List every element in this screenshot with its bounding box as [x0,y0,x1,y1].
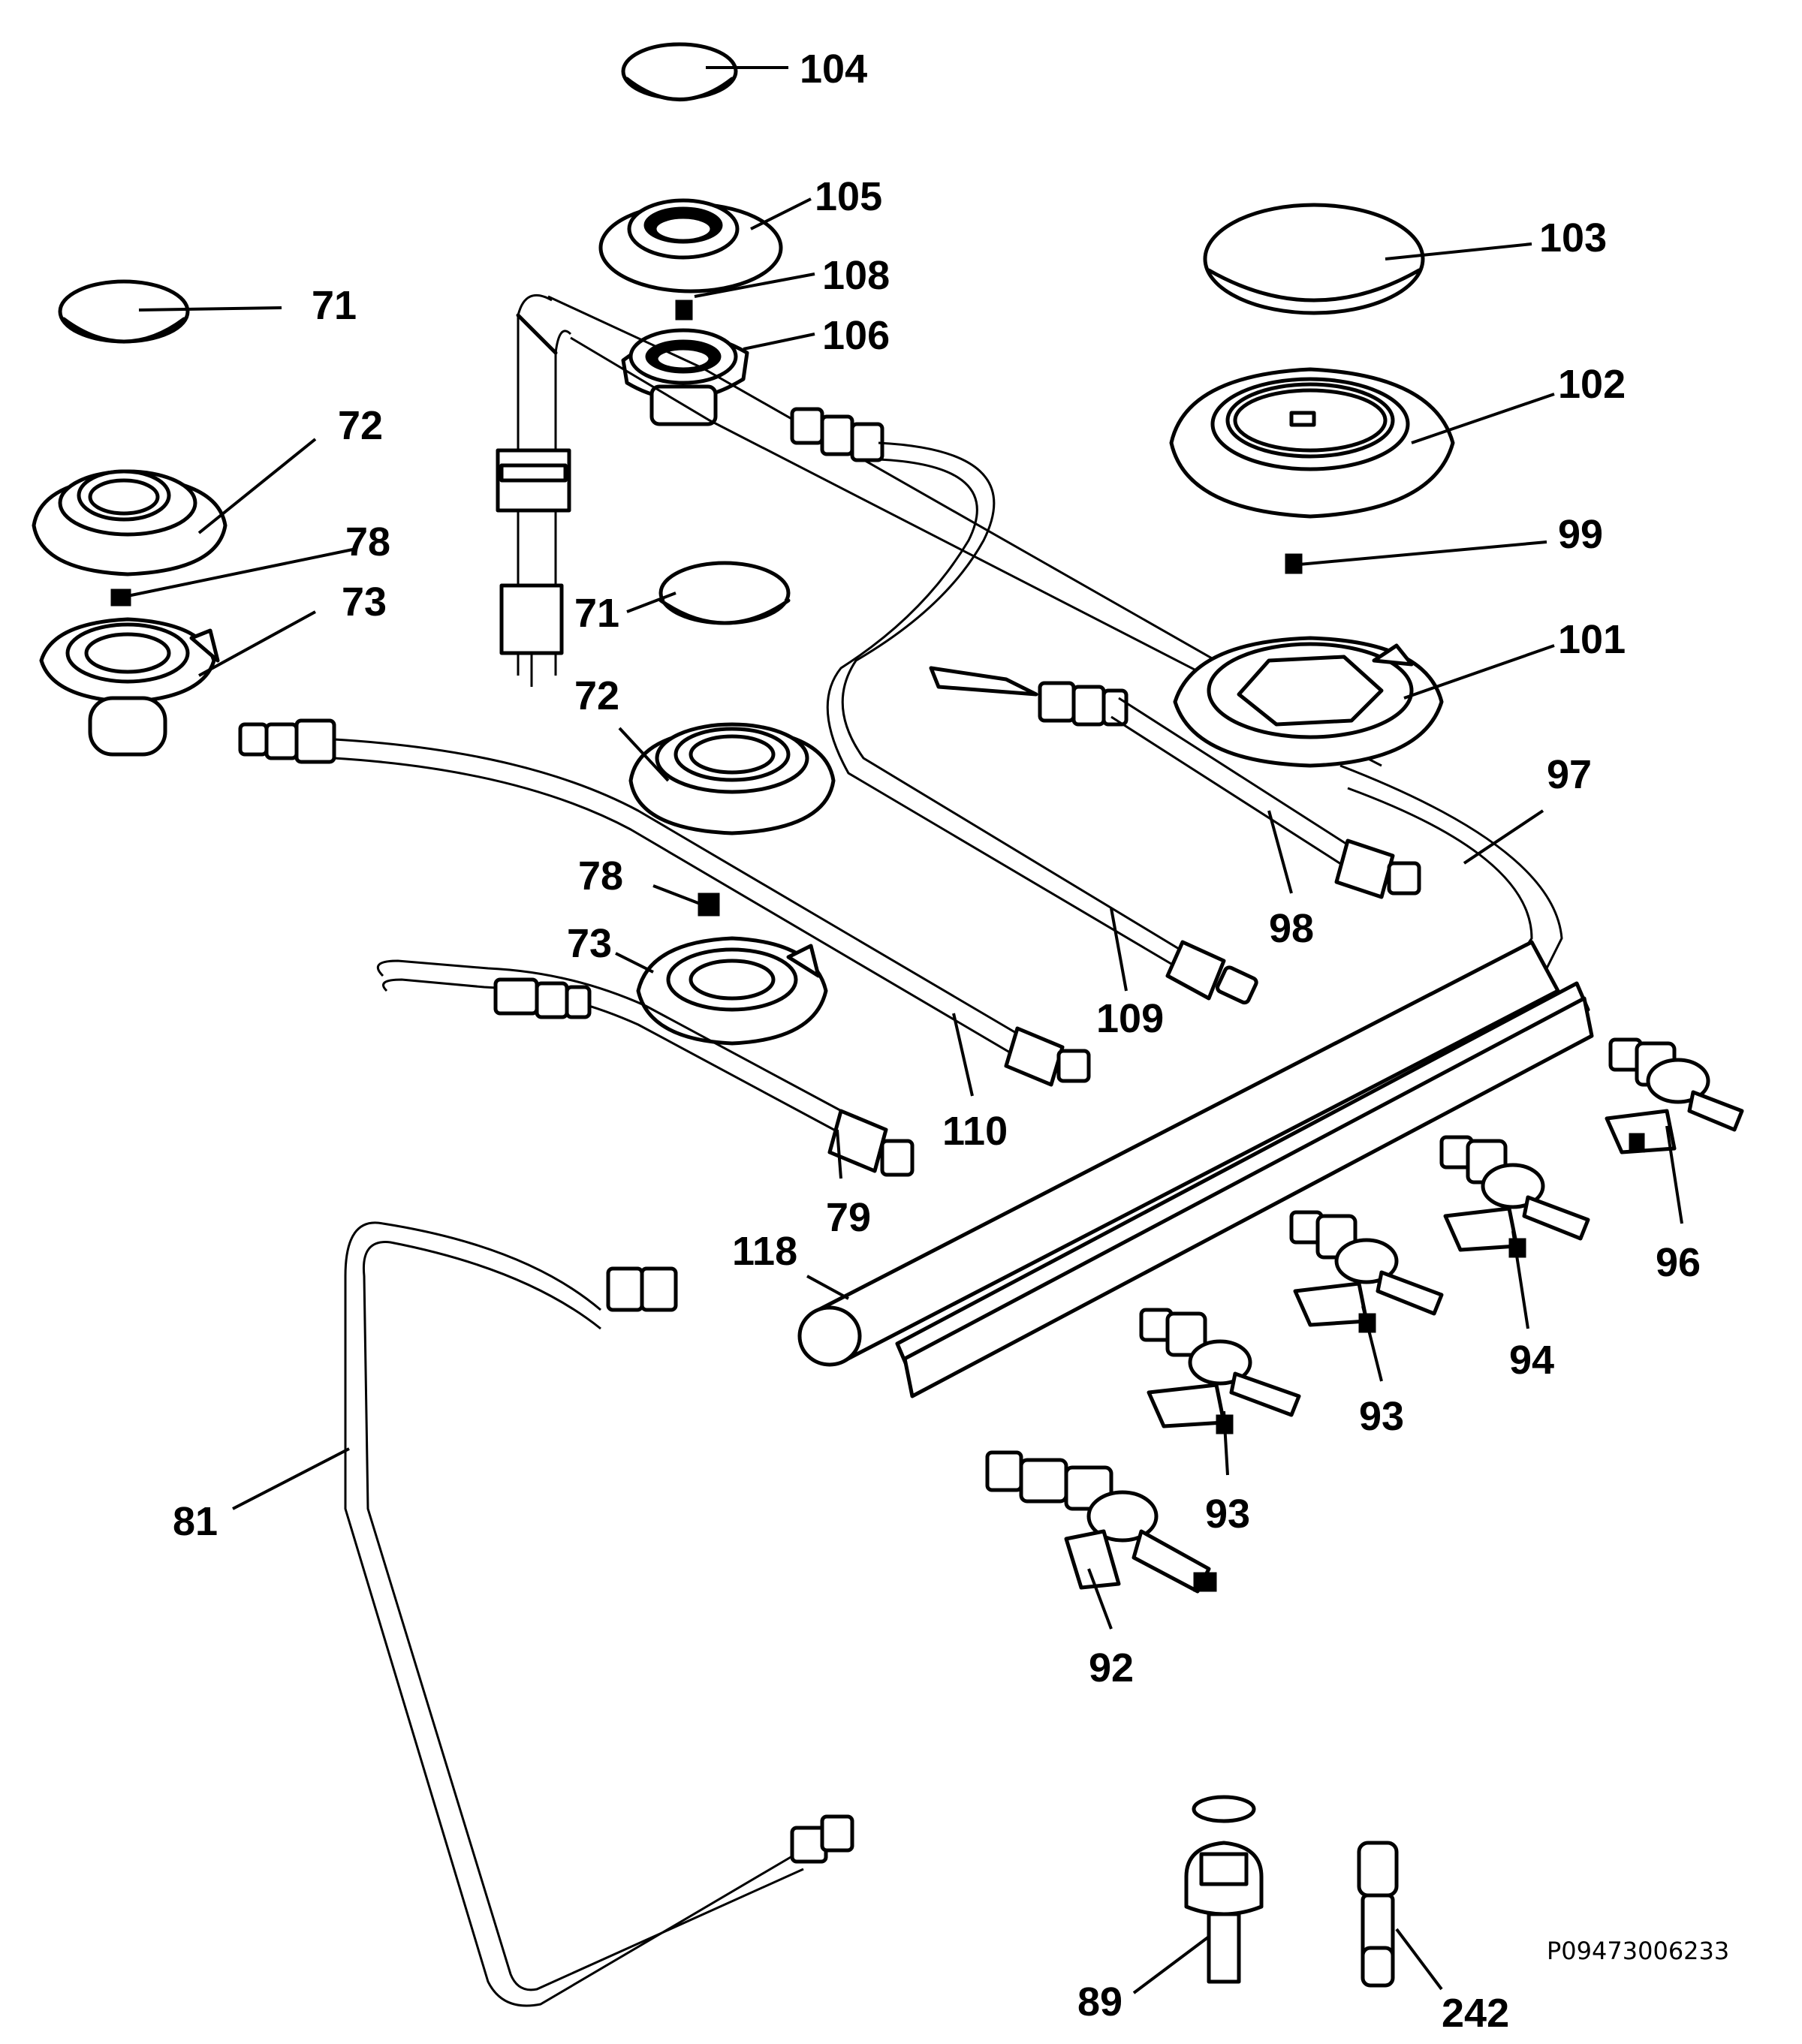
callout-99: 99 [1558,512,1603,557]
callout-109: 109 [1096,996,1164,1041]
bent-pipe-upper [496,294,1382,767]
gas-rail-97 [797,764,1594,1398]
callout-labels: 104 105 108 106 103 102 99 101 71 72 78 … [173,47,1701,2036]
callout-73-left: 73 [342,579,387,625]
callout-102: 102 [1558,362,1626,407]
burner-base-106 [621,328,749,426]
callout-105: 105 [815,174,882,219]
callout-71-left: 71 [312,283,357,328]
callout-73-middle: 73 [567,921,612,966]
gas-valve-92 [985,1450,1217,1594]
gas-tube-109 [790,407,1258,1005]
callout-242: 242 [1442,1991,1509,2036]
gas-tube-79 [376,959,915,1177]
diagram-code: P09473006233 [1547,1937,1729,1965]
burner-cap-103 [1203,203,1425,315]
burner-base-101 [1173,636,1444,768]
fitting-89 [1184,1795,1264,1984]
burner-crown-105 [598,198,783,294]
burner-crown-72-left [32,469,228,576]
burner-cap-71-left [58,279,190,344]
callout-103: 103 [1539,215,1607,260]
screw-78-left [110,589,131,607]
callout-93-upper: 93 [1359,1394,1404,1439]
callout-81: 81 [173,1499,218,1544]
screw-108 [675,300,693,321]
burner-crown-102 [1169,367,1455,519]
gas-tube-98 [929,666,1421,899]
burner-base-73-middle [636,936,828,1046]
gas-valve-93-lower [1139,1308,1301,1434]
callout-96: 96 [1656,1240,1701,1285]
burner-cap-71-middle [658,561,791,625]
burner-crown-72-middle [628,722,836,835]
callout-98: 98 [1269,906,1314,951]
gas-valve-96 [1605,1037,1744,1154]
callout-93-lower: 93 [1205,1492,1250,1537]
callout-97: 97 [1547,752,1592,797]
burner-cap-104 [621,42,738,101]
gas-valve-94 [1439,1135,1590,1258]
callout-118: 118 [732,1229,797,1274]
callout-94: 94 [1509,1338,1554,1383]
callout-78-left: 78 [345,519,390,564]
gas-tube-110 [238,718,1091,1087]
leader-lines [123,66,1683,1994]
burner-base-73-left [39,617,220,757]
callout-79: 79 [826,1195,871,1240]
callout-106: 106 [822,313,890,358]
callout-104: 104 [800,47,867,92]
callout-92: 92 [1089,1645,1134,1690]
callout-101: 101 [1558,617,1626,662]
callout-72-left: 72 [338,403,383,448]
callout-78-middle: 78 [578,853,623,899]
callout-71-middle: 71 [574,591,619,636]
callout-72-middle: 72 [574,673,619,718]
callout-110: 110 [942,1109,1008,1154]
fitting-242 [1357,1841,1399,1988]
gas-tube-81 [344,1221,854,2007]
callout-108: 108 [822,253,890,298]
gas-valve-93-upper [1289,1210,1444,1333]
callout-89: 89 [1077,1979,1122,2024]
